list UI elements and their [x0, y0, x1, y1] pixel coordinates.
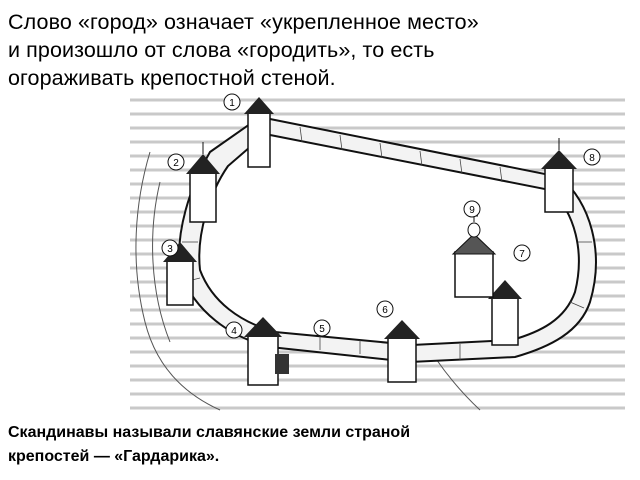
- intro-line-1: Слово «город» означает «укрепленное мест…: [8, 10, 479, 34]
- svg-text:5: 5: [319, 324, 325, 335]
- marker-2: 2: [167, 153, 185, 171]
- markers: 1 2 3 4 5 6 7: [161, 93, 601, 339]
- svg-text:1: 1: [229, 98, 235, 109]
- tower-2: [186, 142, 220, 223]
- tower-8: [541, 138, 577, 213]
- church-building: [451, 212, 497, 298]
- fortress-illustration: 1 2 3 4 5 6 7: [130, 93, 625, 411]
- marker-1: 1: [223, 93, 241, 111]
- marker-6: 6: [376, 300, 394, 318]
- intro-line-2: и произошло от слова «городить», то есть: [8, 38, 435, 62]
- svg-text:8: 8: [589, 153, 595, 164]
- marker-4: 4: [225, 321, 243, 339]
- marker-5: 5: [313, 319, 331, 337]
- marker-7: 7: [513, 244, 531, 262]
- tower-3: [163, 242, 197, 306]
- svg-text:4: 4: [231, 326, 237, 337]
- intro-line-3: огораживать крепостной стеной.: [8, 66, 336, 90]
- caption-text: Скандинавы называли славянские земли стр…: [8, 421, 628, 469]
- tower-6: [384, 320, 420, 383]
- caption-line-1: Скандинавы называли славянские земли стр…: [8, 424, 411, 441]
- svg-text:2: 2: [173, 158, 179, 169]
- svg-text:6: 6: [382, 305, 388, 316]
- intro-text: Слово «город» означает «укрепленное мест…: [8, 8, 634, 92]
- wall-texture: [182, 126, 592, 360]
- svg-text:3: 3: [167, 244, 173, 255]
- svg-text:9: 9: [469, 205, 475, 216]
- marker-8: 8: [583, 148, 601, 166]
- svg-text:7: 7: [519, 249, 525, 260]
- tower-7: [488, 280, 522, 346]
- gate: [275, 354, 289, 374]
- marker-9: 9: [463, 200, 481, 218]
- fortress-wall: [178, 115, 597, 364]
- marker-3: 3: [161, 239, 179, 257]
- tower-1: [244, 97, 274, 168]
- caption-line-2: крепостей — «Гардарика».: [8, 448, 220, 465]
